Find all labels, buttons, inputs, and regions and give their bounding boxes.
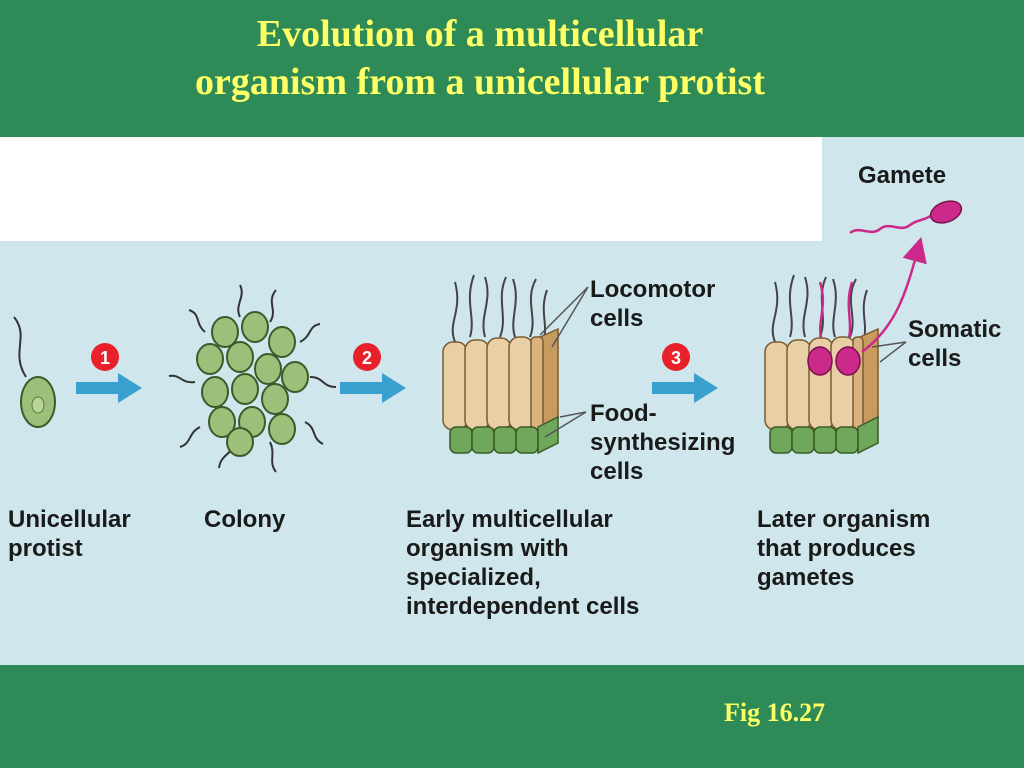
stage-label-colony: Colony [204, 506, 286, 533]
locomotor-cells-label: Locomotor cells [590, 276, 716, 332]
figure-number: Fig 16.27 [724, 698, 826, 727]
step-arrow-3 [652, 373, 718, 403]
step-number-1: 1 [100, 348, 110, 368]
gamete-drawing [849, 200, 963, 235]
step-number-3: 3 [671, 348, 681, 368]
slide-title: Evolution of a multicellular organism fr… [0, 10, 960, 106]
step-arrow-1 [76, 373, 142, 403]
food-synthesizing-cells-label: Food- synthesizing cells [590, 400, 736, 485]
figure-white-area [0, 137, 822, 241]
somatic-cells-label: Somatic cells [908, 316, 1002, 372]
unicellular-protist-drawing [13, 316, 56, 428]
colony-drawing [168, 284, 337, 473]
title-line-1: Evolution of a multicellular [256, 13, 704, 55]
gamete-release-arrow [861, 236, 927, 353]
stage-label-later-organism: Later organism that produces gametes [757, 506, 931, 591]
title-line-2: organism from a unicellular protist [195, 61, 765, 103]
step-number-2: 2 [362, 348, 372, 368]
stage-label-unicellular: Unicellular protist [8, 506, 131, 562]
step-badge-3 [662, 343, 690, 371]
step-badge-1 [91, 343, 119, 371]
evolution-illustration: 1 2 3 [13, 200, 963, 473]
early-multicellular-organism-drawing [442, 274, 589, 455]
germ-cells [807, 346, 861, 376]
gamete-label: Gamete [858, 162, 947, 189]
later-organism-drawing [764, 236, 927, 455]
stage-label-early-multicellular: Early multicellular organism with specia… [406, 506, 640, 620]
figure-panel: 1 2 3 [0, 137, 1024, 665]
step-badge-2 [353, 343, 381, 371]
step-arrow-2 [340, 373, 406, 403]
